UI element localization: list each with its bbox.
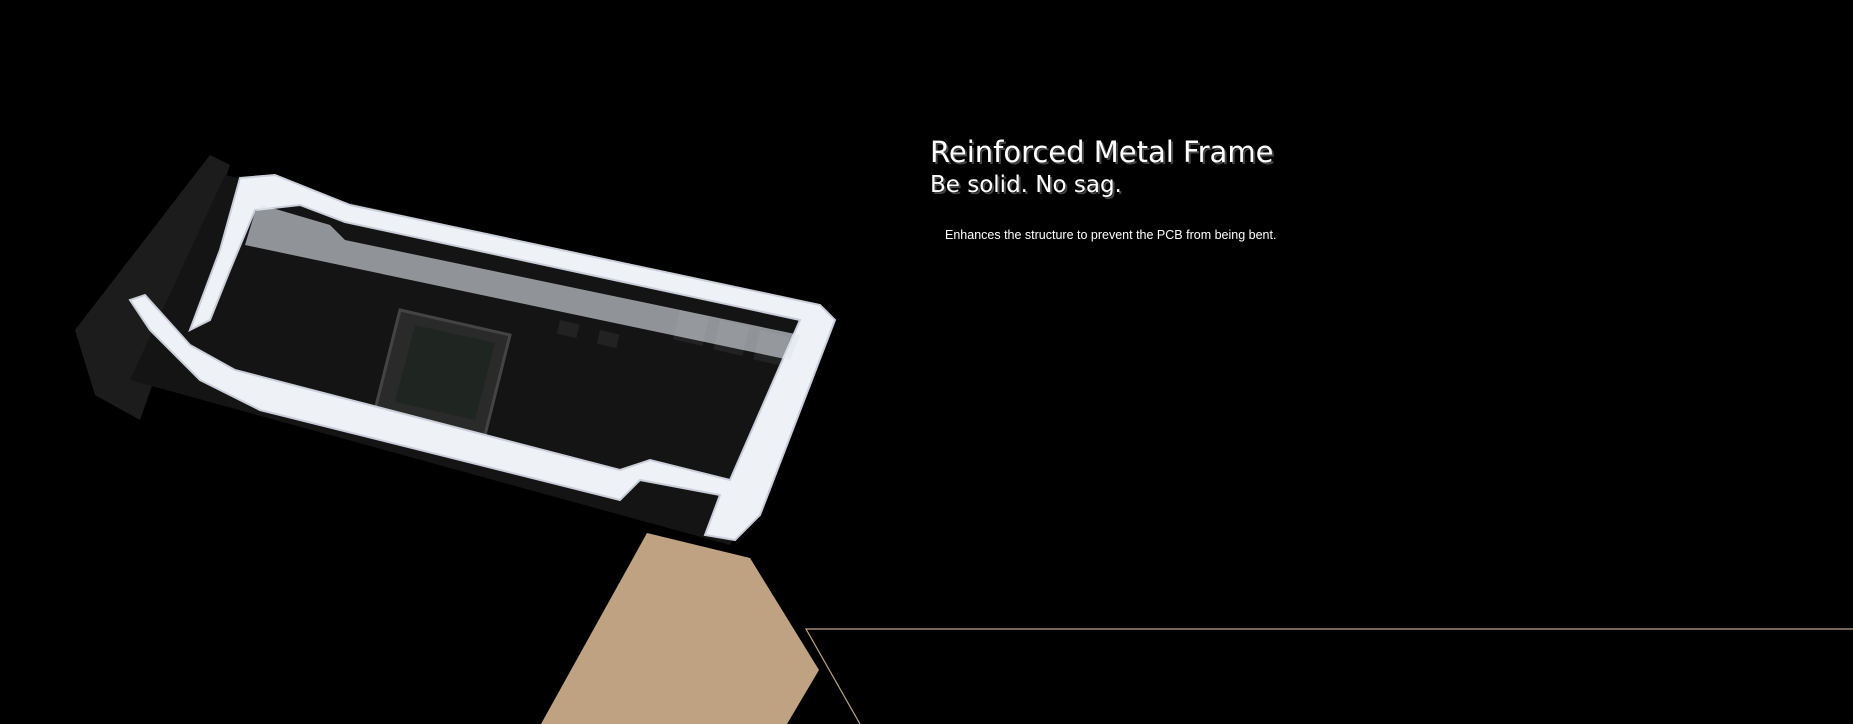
beige-light-beam — [541, 533, 819, 724]
gpu-die — [395, 325, 495, 420]
accent-line — [804, 628, 1853, 724]
feature-text: Reinforced Metal Frame Be solid. No sag.… — [930, 134, 1276, 242]
feature-subtitle: Be solid. No sag. — [930, 172, 1122, 198]
feature-description: Enhances the structure to prevent the PC… — [945, 228, 1277, 242]
feature-title: Reinforced Metal Frame — [930, 135, 1274, 169]
metal-frame-inner-rail — [245, 205, 800, 360]
io-bracket — [75, 155, 230, 420]
graphics-card-image — [75, 155, 837, 545]
metal-frame — [128, 173, 837, 542]
